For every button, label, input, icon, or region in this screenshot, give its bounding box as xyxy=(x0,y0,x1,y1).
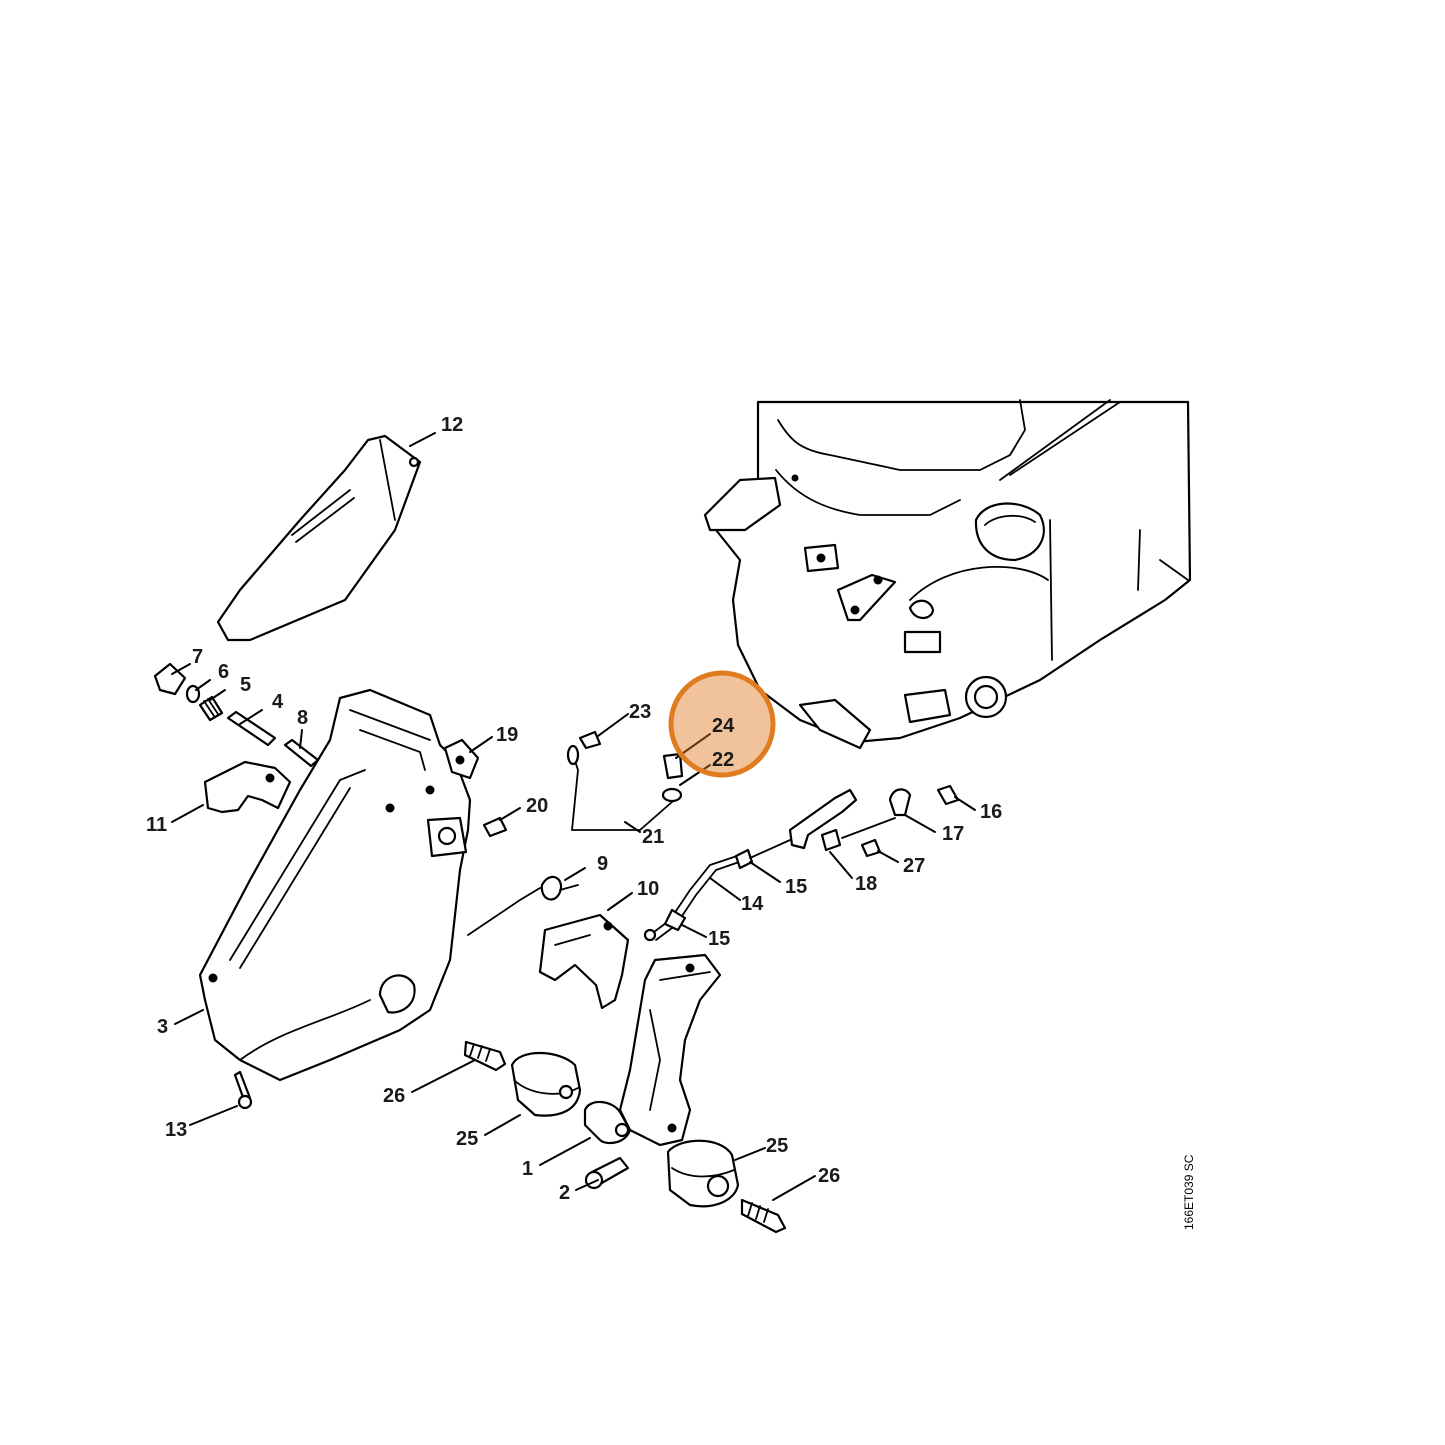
engine-housing xyxy=(703,399,1192,750)
part-20-screw xyxy=(482,816,508,838)
callout-17[interactable]: 17 xyxy=(942,823,964,845)
part-12-bar xyxy=(216,434,422,642)
callout-26-right[interactable]: 26 xyxy=(818,1165,840,1187)
part-16-screw xyxy=(936,784,960,806)
callout-5[interactable]: 5 xyxy=(240,674,251,696)
callout-8[interactable]: 8 xyxy=(297,707,308,729)
callout-19[interactable]: 19 xyxy=(496,724,518,746)
callout-10[interactable]: 10 xyxy=(637,878,659,900)
part-21-wire xyxy=(566,744,683,831)
callout-16[interactable]: 16 xyxy=(980,801,1002,823)
callout-4[interactable]: 4 xyxy=(272,691,284,713)
part-23-screw xyxy=(578,730,602,750)
callout-6[interactable]: 6 xyxy=(218,661,229,683)
callout-26-left[interactable]: 26 xyxy=(383,1085,405,1107)
callout-11[interactable]: 11 xyxy=(146,814,167,836)
part-25-buffer-b xyxy=(666,1139,740,1208)
part-18-linkage xyxy=(788,788,896,852)
part-10-bracket xyxy=(538,913,630,1010)
part-26-stud-a xyxy=(463,1040,507,1072)
part-13-screw xyxy=(233,1070,253,1110)
part-8-pin xyxy=(283,738,320,768)
part-1-bracket xyxy=(583,953,722,1147)
callout-20[interactable]: 20 xyxy=(526,795,548,817)
drawing-code: 166ET039 SC xyxy=(1182,1154,1196,1230)
callout-24[interactable]: 24 xyxy=(712,715,735,737)
callout-14[interactable]: 14 xyxy=(741,893,764,915)
part-27-screw xyxy=(860,838,882,858)
callout-13[interactable]: 13 xyxy=(165,1119,187,1141)
part-17-plate xyxy=(888,788,912,817)
callout-labels: 12 7 6 5 4 8 11 19 20 23 24 22 21 9 10 1… xyxy=(146,414,1002,1204)
callout-27[interactable]: 27 xyxy=(903,855,925,877)
callout-2[interactable]: 2 xyxy=(559,1182,570,1204)
part-26-stud-b xyxy=(740,1198,787,1234)
part-4-pin xyxy=(226,710,277,747)
part-9-spring xyxy=(467,875,579,936)
part-14-cable xyxy=(643,839,791,942)
part-22-screw xyxy=(662,752,684,780)
callout-15-lower[interactable]: 15 xyxy=(708,928,730,950)
callout-12[interactable]: 12 xyxy=(441,414,463,436)
callout-1[interactable]: 1 xyxy=(522,1158,533,1180)
part-19-clip xyxy=(443,738,480,780)
callout-15-upper[interactable]: 15 xyxy=(785,876,807,898)
highlight-circle xyxy=(668,670,776,778)
callout-21[interactable]: 21 xyxy=(642,826,664,848)
part-5-spring xyxy=(198,695,224,722)
callout-7[interactable]: 7 xyxy=(192,646,203,668)
leader-lines xyxy=(171,432,976,1201)
callout-25-left[interactable]: 25 xyxy=(456,1128,478,1150)
callout-23[interactable]: 23 xyxy=(629,701,651,723)
callout-18[interactable]: 18 xyxy=(855,873,877,895)
part-3-handle-housing xyxy=(198,688,472,1082)
part-11-lever xyxy=(203,760,292,814)
callout-25-right[interactable]: 25 xyxy=(766,1135,788,1157)
callout-9[interactable]: 9 xyxy=(597,853,608,875)
part-25-buffer-a xyxy=(510,1051,582,1117)
callout-22[interactable]: 22 xyxy=(712,749,734,771)
callout-3[interactable]: 3 xyxy=(157,1016,168,1038)
